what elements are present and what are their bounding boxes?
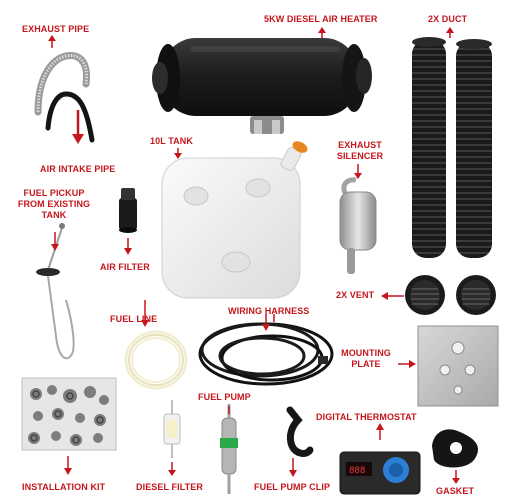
- arrow-down-icon: [124, 238, 132, 255]
- arrow-down-icon: [72, 110, 84, 144]
- air-intake-pipe: [45, 91, 95, 143]
- label-air-filter: AIR FILTER: [100, 262, 150, 272]
- label-fuel-pickup-line3: TANK: [41, 210, 67, 220]
- label-fuel-pump: FUEL PUMP: [198, 392, 251, 402]
- fuel-pump-clip: [286, 406, 314, 457]
- air-filter: [119, 188, 137, 233]
- label-fuel-pump-clip: FUEL PUMP CLIP: [254, 482, 331, 492]
- label-exhaust-pipe: EXHAUST PIPE: [22, 24, 90, 34]
- diesel-filter: [163, 400, 181, 458]
- label-vent: 2X VENT: [336, 290, 375, 300]
- label-air-intake-pipe: AIR INTAKE PIPE: [40, 164, 116, 174]
- arrow-down-icon: [141, 300, 149, 327]
- fuel-pump: [220, 404, 238, 494]
- fuel-line: [124, 330, 188, 390]
- fuel-tank: [161, 141, 308, 299]
- label-diesel-air-heater: 5KW DIESEL AIR HEATER: [264, 14, 378, 24]
- vent-left: [405, 275, 445, 315]
- label-mounting-plate: MOUNTING PLATE: [334, 348, 398, 370]
- arrow-down-icon: [452, 470, 460, 484]
- label-exhaust-silencer: EXHAUST SILENCER: [332, 140, 388, 162]
- arrow-down-icon: [289, 458, 297, 477]
- exhaust-pipe: [34, 51, 91, 116]
- label-fuel-pickup-line2: FROM EXISTING: [17, 199, 91, 209]
- label-gasket: GASKET: [436, 486, 475, 496]
- label-fuel-pickup: FUEL PICKUP FROM EXISTING TANK: [14, 188, 94, 221]
- vent-right: [456, 275, 496, 315]
- label-mounting-plate-line2: PLATE: [351, 359, 381, 369]
- label-fuel-pickup-line1: FUEL PICKUP: [23, 188, 85, 198]
- arrow-down-icon: [262, 314, 270, 331]
- gasket: [432, 429, 479, 468]
- label-installation-kit: INSTALLATION KIT: [22, 482, 106, 492]
- label-wiring-harness: WIRING HARNESS: [228, 306, 310, 316]
- wiring-harness: [198, 322, 334, 386]
- arrow-up-icon: [446, 27, 454, 38]
- arrow-down-icon: [51, 232, 59, 251]
- label-tank: 10L TANK: [150, 136, 193, 146]
- arrow-up-icon: [376, 423, 384, 440]
- label-exhaust-silencer-line1: EXHAUST: [338, 140, 382, 150]
- arrow-right-icon: [398, 360, 416, 368]
- mounting-plate: [417, 325, 499, 407]
- arrow-up-icon: [48, 35, 56, 48]
- duct-right: [456, 39, 492, 258]
- label-fuel-line: FUEL LINE: [110, 314, 158, 324]
- arrow-left-icon: [381, 292, 404, 300]
- label-digital-thermostat: DIGITAL THERMOSTAT: [316, 412, 417, 422]
- duct-left: [412, 37, 446, 258]
- arrow-down-icon: [64, 456, 72, 475]
- label-mounting-plate-line1: MOUNTING: [341, 348, 391, 358]
- exhaust-silencer: [339, 177, 377, 274]
- diesel-air-heater: [152, 38, 372, 134]
- digital-thermostat: 888: [339, 451, 421, 495]
- arrow-down-icon: [174, 148, 182, 159]
- label-exhaust-silencer-line2: SILENCER: [336, 151, 384, 161]
- label-duct: 2X DUCT: [428, 14, 468, 24]
- installation-kit: [21, 377, 117, 451]
- arrow-down-icon: [168, 462, 176, 476]
- svg-text:888: 888: [349, 466, 365, 476]
- label-diesel-filter: DIESEL FILTER: [136, 482, 203, 492]
- arrow-up-icon: [318, 27, 326, 38]
- arrow-down-icon: [354, 164, 362, 179]
